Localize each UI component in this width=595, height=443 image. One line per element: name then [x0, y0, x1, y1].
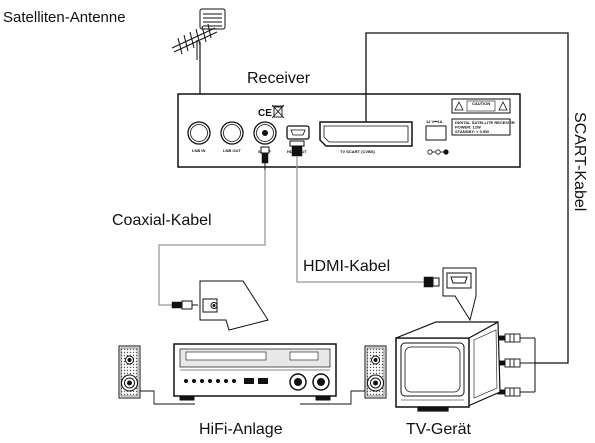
polarity-icon — [427, 149, 449, 155]
lnb-in-port — [187, 121, 211, 145]
power-socket: 12 V⎓1A — [425, 119, 449, 155]
receiver-label: Receiver — [247, 70, 311, 87]
scart-cable-label: SCART-Kabel — [571, 112, 588, 212]
ce-mark: CE — [258, 108, 272, 119]
hdmi-plug-top — [289, 140, 305, 157]
coaxial-cable — [158, 170, 266, 306]
hifi-system-label: HiFi-Anlage — [199, 421, 283, 438]
coaxial-plug-top — [260, 146, 270, 170]
scart-cable — [365, 32, 569, 364]
lnb-in-label: LNB IN — [192, 148, 205, 153]
hdmi-plug-bottom — [423, 276, 440, 288]
speaker-wires — [140, 390, 365, 405]
tv-label: TV-Gerät — [406, 421, 471, 438]
receiver-back-panel: CE 12 V⎓1A CAUTION — [177, 93, 521, 168]
hdmi-cable — [296, 156, 424, 283]
caution-label: CAUTION — [451, 98, 511, 114]
rca-cables — [520, 337, 536, 393]
hdmi-out-port — [286, 125, 310, 140]
amplifier — [173, 343, 337, 401]
lnb-out-label: LNB OUT — [223, 148, 241, 153]
scart-port — [319, 121, 413, 147]
weee-bin-icon — [271, 104, 285, 119]
spdif-port — [253, 121, 277, 145]
satellite-antenna-label: Satelliten-Antenne — [3, 9, 126, 26]
coaxial-socket-inset — [199, 280, 269, 331]
svg-text:CAUTION: CAUTION — [472, 101, 490, 106]
coaxial-plug-bottom — [171, 300, 198, 310]
left-speaker — [118, 345, 141, 399]
svg-text:STANDBY: < 0.5W: STANDBY: < 0.5W — [455, 129, 489, 134]
svg-text:12 V⎓1A: 12 V⎓1A — [426, 119, 443, 124]
satellite-dish-icon — [199, 8, 226, 30]
svg-text:DIGITAL SATELLITE RECEIVER: DIGITAL SATELLITE RECEIVER — [455, 120, 515, 125]
coaxial-cable-label: Coaxial-Kabel — [112, 212, 212, 229]
svg-text:POWER: 12W: POWER: 12W — [455, 125, 481, 130]
hdmi-cable-label: HDMI-Kabel — [303, 258, 391, 275]
rating-label: DIGITAL SATELLITE RECEIVER POWER: 12W ST… — [451, 118, 515, 136]
hdmi-socket-inset — [442, 267, 477, 322]
rca-plugs — [497, 333, 521, 397]
lnb-out-port — [220, 121, 244, 145]
tv-scart-label: TV SCART (CVBS) — [340, 149, 376, 154]
tv-set — [395, 321, 501, 412]
right-speaker — [364, 345, 387, 399]
